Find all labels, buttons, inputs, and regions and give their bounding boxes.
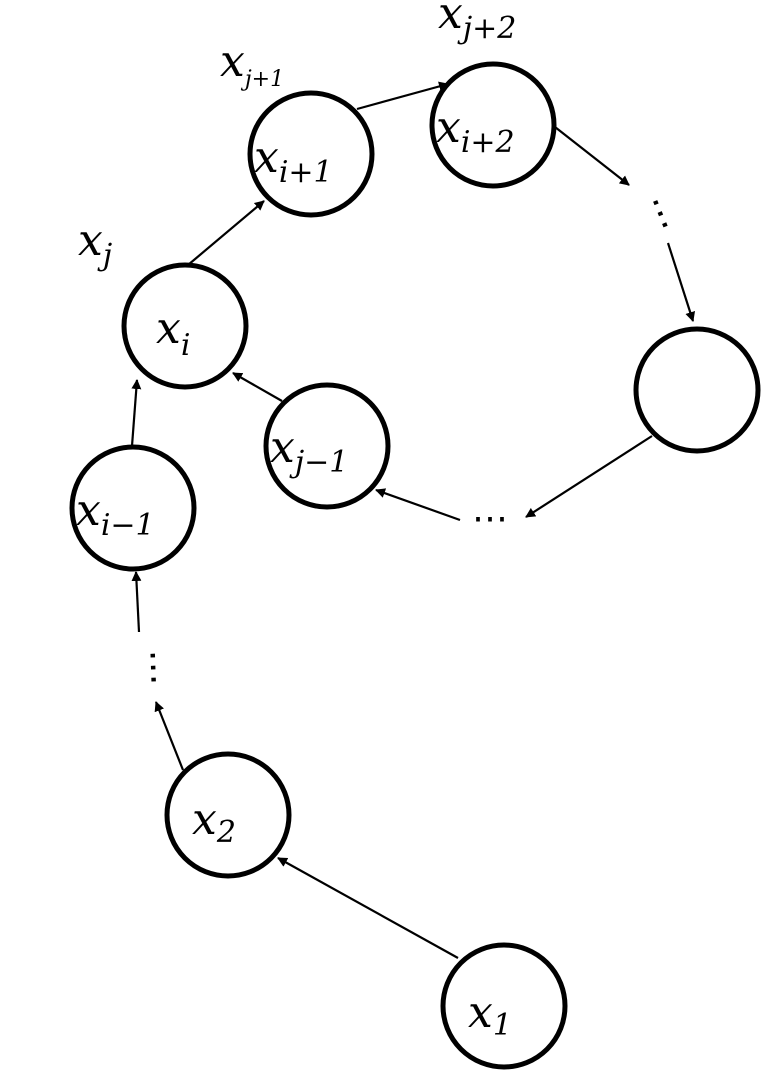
label-xj-minus-1: xj−1 (270, 422, 348, 480)
edges (130, 81, 696, 959)
outer-label-xj: xj (78, 215, 112, 273)
label-xi-plus-2: xi+2 (436, 102, 515, 160)
label-xi: xi (156, 303, 190, 363)
ellipsis-right: ⋯ (635, 189, 687, 238)
node-xi (121, 262, 249, 390)
edge-x2-to-dots (154, 701, 185, 771)
node-unnamed (633, 326, 761, 454)
edge-xip2-to-dots (554, 126, 630, 186)
node-x2 (164, 751, 292, 879)
node-x1 (440, 942, 568, 1070)
outer-labels: xj xj+1 xj+2 (78, 0, 516, 273)
edge-dots-to-xim1 (131, 571, 142, 633)
edge-dots-to-xjm1 (375, 488, 461, 522)
node-xi-plus-2 (429, 61, 557, 189)
node-xj-minus-1 (263, 382, 391, 510)
ellipses: ⋯ ⋯ ⋯ (132, 189, 686, 686)
edge-xip1-to-xip2 (356, 81, 449, 111)
nodes (69, 61, 761, 1070)
edge-dots-to-unnamed (666, 242, 696, 322)
node-labels: x1 x2 xi−1 xi xi+1 xi+2 xj−1 (76, 102, 515, 1043)
outer-label-xj-plus-2: xj+2 (438, 0, 516, 46)
node-xi-minus-1 (69, 444, 197, 572)
ellipsis-bottom: ⋯ (472, 498, 508, 539)
label-xi-plus-1: xi+1 (254, 132, 333, 190)
edge-unnamed-to-dots (525, 435, 653, 518)
edge-xim1-to-xi (130, 379, 142, 447)
label-xi-minus-1: xi−1 (76, 485, 155, 543)
edge-x1-to-x2 (277, 857, 459, 959)
edge-xi-to-xip1 (187, 200, 265, 266)
label-x2: x2 (192, 794, 236, 850)
outer-label-xj-plus-1: xj+1 (220, 36, 284, 92)
edge-xjm1-to-xi (232, 372, 283, 402)
node-xi-plus-1 (247, 90, 375, 218)
label-x1: x1 (468, 987, 512, 1043)
ellipsis-left: ⋯ (132, 649, 174, 686)
